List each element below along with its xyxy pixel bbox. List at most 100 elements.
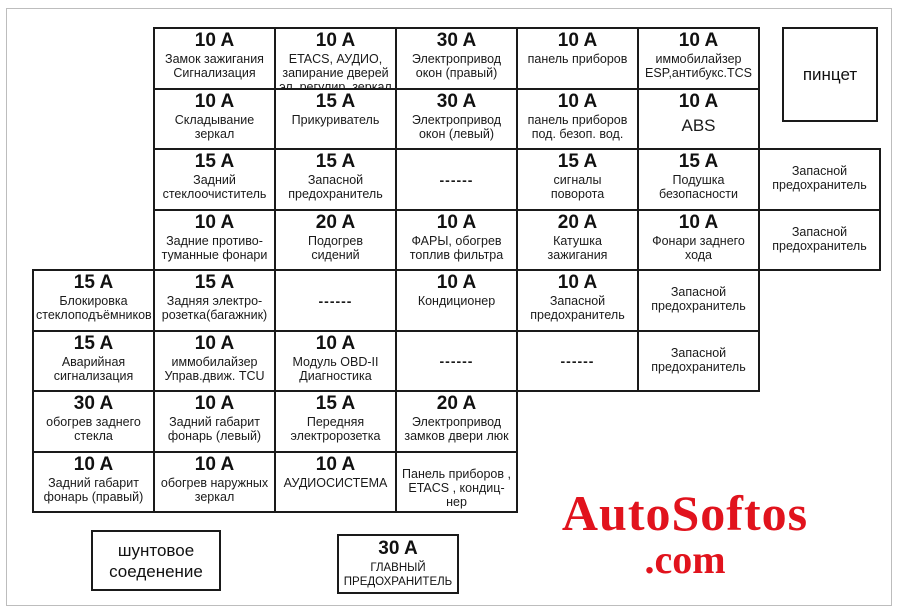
fuse-description: АУДИОСИСТЕМА — [283, 476, 388, 490]
fuse-description: Запасной предохранитель — [288, 173, 383, 201]
fuse-description: Электропривод окон (левый) — [411, 113, 502, 141]
fuse-cell-r6c5: Запасной предохранитель — [637, 330, 760, 392]
fuse-amperage: 30 A — [436, 30, 477, 51]
fuse-amperage: 15 A — [194, 151, 235, 172]
fuse-description: Запасной предохранитель — [651, 346, 746, 374]
fuse-description: Панель приборов , ETACS , кондиц-нер час… — [402, 467, 511, 511]
fuse-amperage: 30 A — [73, 393, 114, 414]
main-fuse-amperage: 30 A — [378, 538, 418, 559]
fuse-cell-r3c6: Запасной предохранитель — [758, 148, 881, 211]
fuse-amperage: 15 A — [315, 151, 356, 172]
fuse-amperage: 15 A — [557, 151, 598, 172]
main-fuse-label: ГЛАВНЫЙ ПРЕДОХРАНИТЕЛЬ — [343, 562, 453, 588]
fuse-amperage: 15 A — [73, 333, 114, 354]
main-fuse-box: 30 A ГЛАВНЫЙ ПРЕДОХРАНИТЕЛЬ — [337, 534, 459, 594]
fuse-description: иммобилайзер ESP,антибукс.TCS — [645, 52, 752, 80]
fuse-amperage: 10 A — [315, 454, 356, 475]
tweezers-label: пинцет — [802, 64, 858, 84]
fuse-description: обогрев заднего стекла — [46, 415, 141, 443]
fuse-amperage: 10 A — [557, 272, 598, 293]
fuse-description: Кондиционер — [417, 294, 496, 308]
fuse-amperage: 20 A — [436, 393, 477, 414]
fuse-description: Задний стеклоочиститель — [162, 173, 267, 201]
fuse-description: Задняя электро- розетка(багажник) — [161, 294, 268, 322]
fuse-amperage: 15 A — [73, 272, 114, 293]
fuse-amperage: 10 A — [194, 212, 235, 233]
fuse-amperage: 15 A — [678, 151, 719, 172]
brand-watermark: AutoSoftos .com — [490, 488, 880, 580]
fuse-cell-r3c3: ------ — [395, 148, 518, 211]
fuse-amperage: 20 A — [315, 212, 356, 233]
fuse-description: ABS — [681, 116, 716, 135]
fuse-description: панель приборов под. безоп. вод. — [527, 113, 628, 141]
fuse-description: Запасной предохранитель — [772, 164, 867, 192]
fuse-amperage: 10 A — [194, 30, 235, 51]
fuse-description: Электропривод замков двери люк — [404, 415, 509, 443]
fuse-amperage: 20 A — [557, 212, 598, 233]
brand-line-1: AutoSoftos — [561, 485, 809, 541]
fuse-description: ETACS, АУДИО, запирание дверей эл. регул… — [279, 52, 392, 90]
fuse-amperage: 10 A — [73, 454, 114, 475]
tweezers-box: пинцет — [782, 27, 878, 122]
fuse-description: Замок зажигания Сигнализация — [165, 52, 264, 80]
fuse-cell-r6c4: ------ — [516, 330, 639, 392]
fuse-description: Задний габарит фонарь (правый) — [43, 476, 144, 504]
fuse-description: Аварийная сигнализация — [53, 355, 134, 383]
empty-slot-dash: ------ — [560, 353, 595, 369]
fuse-amperage: 10 A — [557, 91, 598, 112]
fuse-amperage: 10 A — [436, 212, 477, 233]
fuse-description: Складывание зеркал — [174, 113, 255, 141]
fuse-amperage: 10 A — [436, 272, 477, 293]
fuse-amperage: 15 A — [315, 393, 356, 414]
shunt-label: шунтовое соеденение — [109, 540, 203, 581]
fuse-cell-r5c2: ------ — [274, 269, 397, 332]
fuse-amperage: 10 A — [194, 393, 235, 414]
fuse-description: Подогрев сидений — [307, 234, 363, 262]
fuse-cell-r8c3: Панель приборов , ETACS , кондиц-нер час… — [395, 451, 518, 513]
empty-slot-dash: ------ — [439, 353, 474, 369]
fuse-description: Прикуриватель — [291, 113, 380, 127]
fuse-description: Запасной предохранитель — [530, 294, 625, 322]
fuse-description: Фонари заднего хода — [652, 234, 745, 262]
shunt-box: шунтовое соеденение — [91, 530, 221, 591]
fuse-amperage: 30 A — [436, 91, 477, 112]
fuse-description: ФАРЫ, обогрев топлив фильтра — [409, 234, 504, 262]
brand-line-2: .com — [644, 537, 726, 582]
fuse-description: Задний габарит фонарь (левый) — [167, 415, 262, 443]
fuse-description: Задние противо- туманные фонари — [161, 234, 268, 262]
fuse-amperage: 10 A — [557, 30, 598, 51]
fuse-description: Блокировка стеклоподъёмников — [36, 294, 152, 322]
fuse-description: сигналы поворота — [550, 173, 605, 201]
fuse-description: иммобилайзер Управ.движ. TCU — [164, 355, 265, 383]
fuse-amperage: 10 A — [194, 454, 235, 475]
fuse-description: Запасной предохранитель — [772, 225, 867, 253]
fuse-description: Подушка безопасности — [658, 173, 739, 201]
fuse-description: Электропривод окон (правый) — [411, 52, 502, 80]
empty-slot-dash: ------ — [318, 292, 353, 309]
diagram-frame — [6, 8, 892, 606]
fuse-description: обогрев наружных зеркал — [160, 476, 269, 504]
